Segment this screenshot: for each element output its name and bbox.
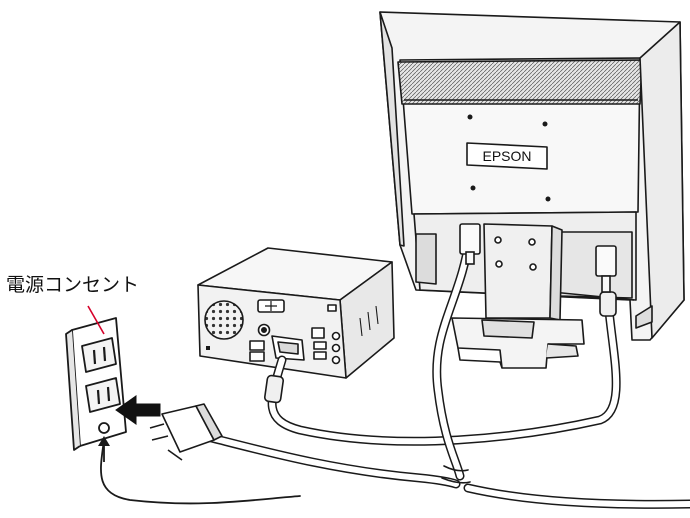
fan-grille <box>204 300 244 340</box>
vga-plug-monitor <box>595 245 617 293</box>
ground-wire <box>100 439 301 505</box>
power-plug-icon <box>149 403 223 461</box>
ground-wire-icon <box>98 436 110 462</box>
wall-outlet <box>65 317 127 451</box>
outlet-label: 電源コンセント <box>6 274 140 296</box>
outlet-callout-line <box>87 305 105 335</box>
insert-arrow-icon <box>115 395 161 425</box>
monitor-vent-grille <box>397 59 643 105</box>
brand-plate <box>466 142 548 170</box>
ferrite-core-icon <box>263 291 617 404</box>
vesa-screw-holes <box>467 114 551 202</box>
monitor-brand-label: EPSON <box>482 148 531 164</box>
monitor <box>379 11 685 341</box>
cables <box>100 229 690 509</box>
monitor-stand <box>451 223 585 369</box>
monitor-power-plug <box>459 223 481 265</box>
mini-pc <box>197 247 395 379</box>
